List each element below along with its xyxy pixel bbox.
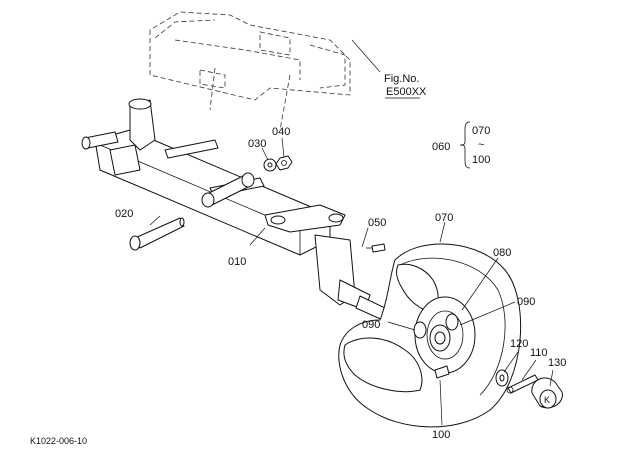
callout-080: 080 — [493, 247, 511, 259]
callout-020: 020 — [115, 208, 133, 220]
callout-070: 070 — [435, 212, 453, 224]
bolt-050 — [366, 243, 386, 253]
hub-cap-mark: K — [544, 395, 550, 405]
callout-060: 060 — [432, 141, 450, 153]
fig-ref-code: E500XX — [386, 86, 427, 98]
pin — [129, 217, 185, 251]
callout-090-left: 090 — [362, 319, 380, 331]
hub-cap: K — [531, 377, 563, 409]
fig-ref-leader — [351, 39, 381, 73]
callout-120: 120 — [510, 338, 528, 350]
callout-130: 130 — [548, 357, 566, 369]
washer-and-nut — [263, 155, 293, 172]
callout-010: 010 — [228, 256, 246, 268]
callout-050: 050 — [368, 217, 386, 229]
callout-110: 110 — [530, 347, 548, 359]
frame-outline — [149, 11, 351, 131]
wheel-tire — [338, 243, 522, 428]
fig-ref-title: Fig.No. — [384, 73, 419, 85]
range-tilde: ~ — [478, 139, 484, 151]
leader-lines — [149, 137, 554, 426]
washer-120 — [495, 369, 509, 387]
axle-beam — [81, 98, 411, 331]
footer-code: K1022-006-10 — [30, 436, 87, 446]
callout-040: 040 — [272, 126, 290, 138]
range-top: 070 — [472, 125, 490, 137]
callout-100: 100 — [432, 429, 450, 441]
range-bracket — [459, 121, 471, 169]
range-bottom: 100 — [472, 154, 490, 166]
callout-030: 030 — [248, 138, 266, 150]
callout-090-right: 090 — [517, 296, 535, 308]
